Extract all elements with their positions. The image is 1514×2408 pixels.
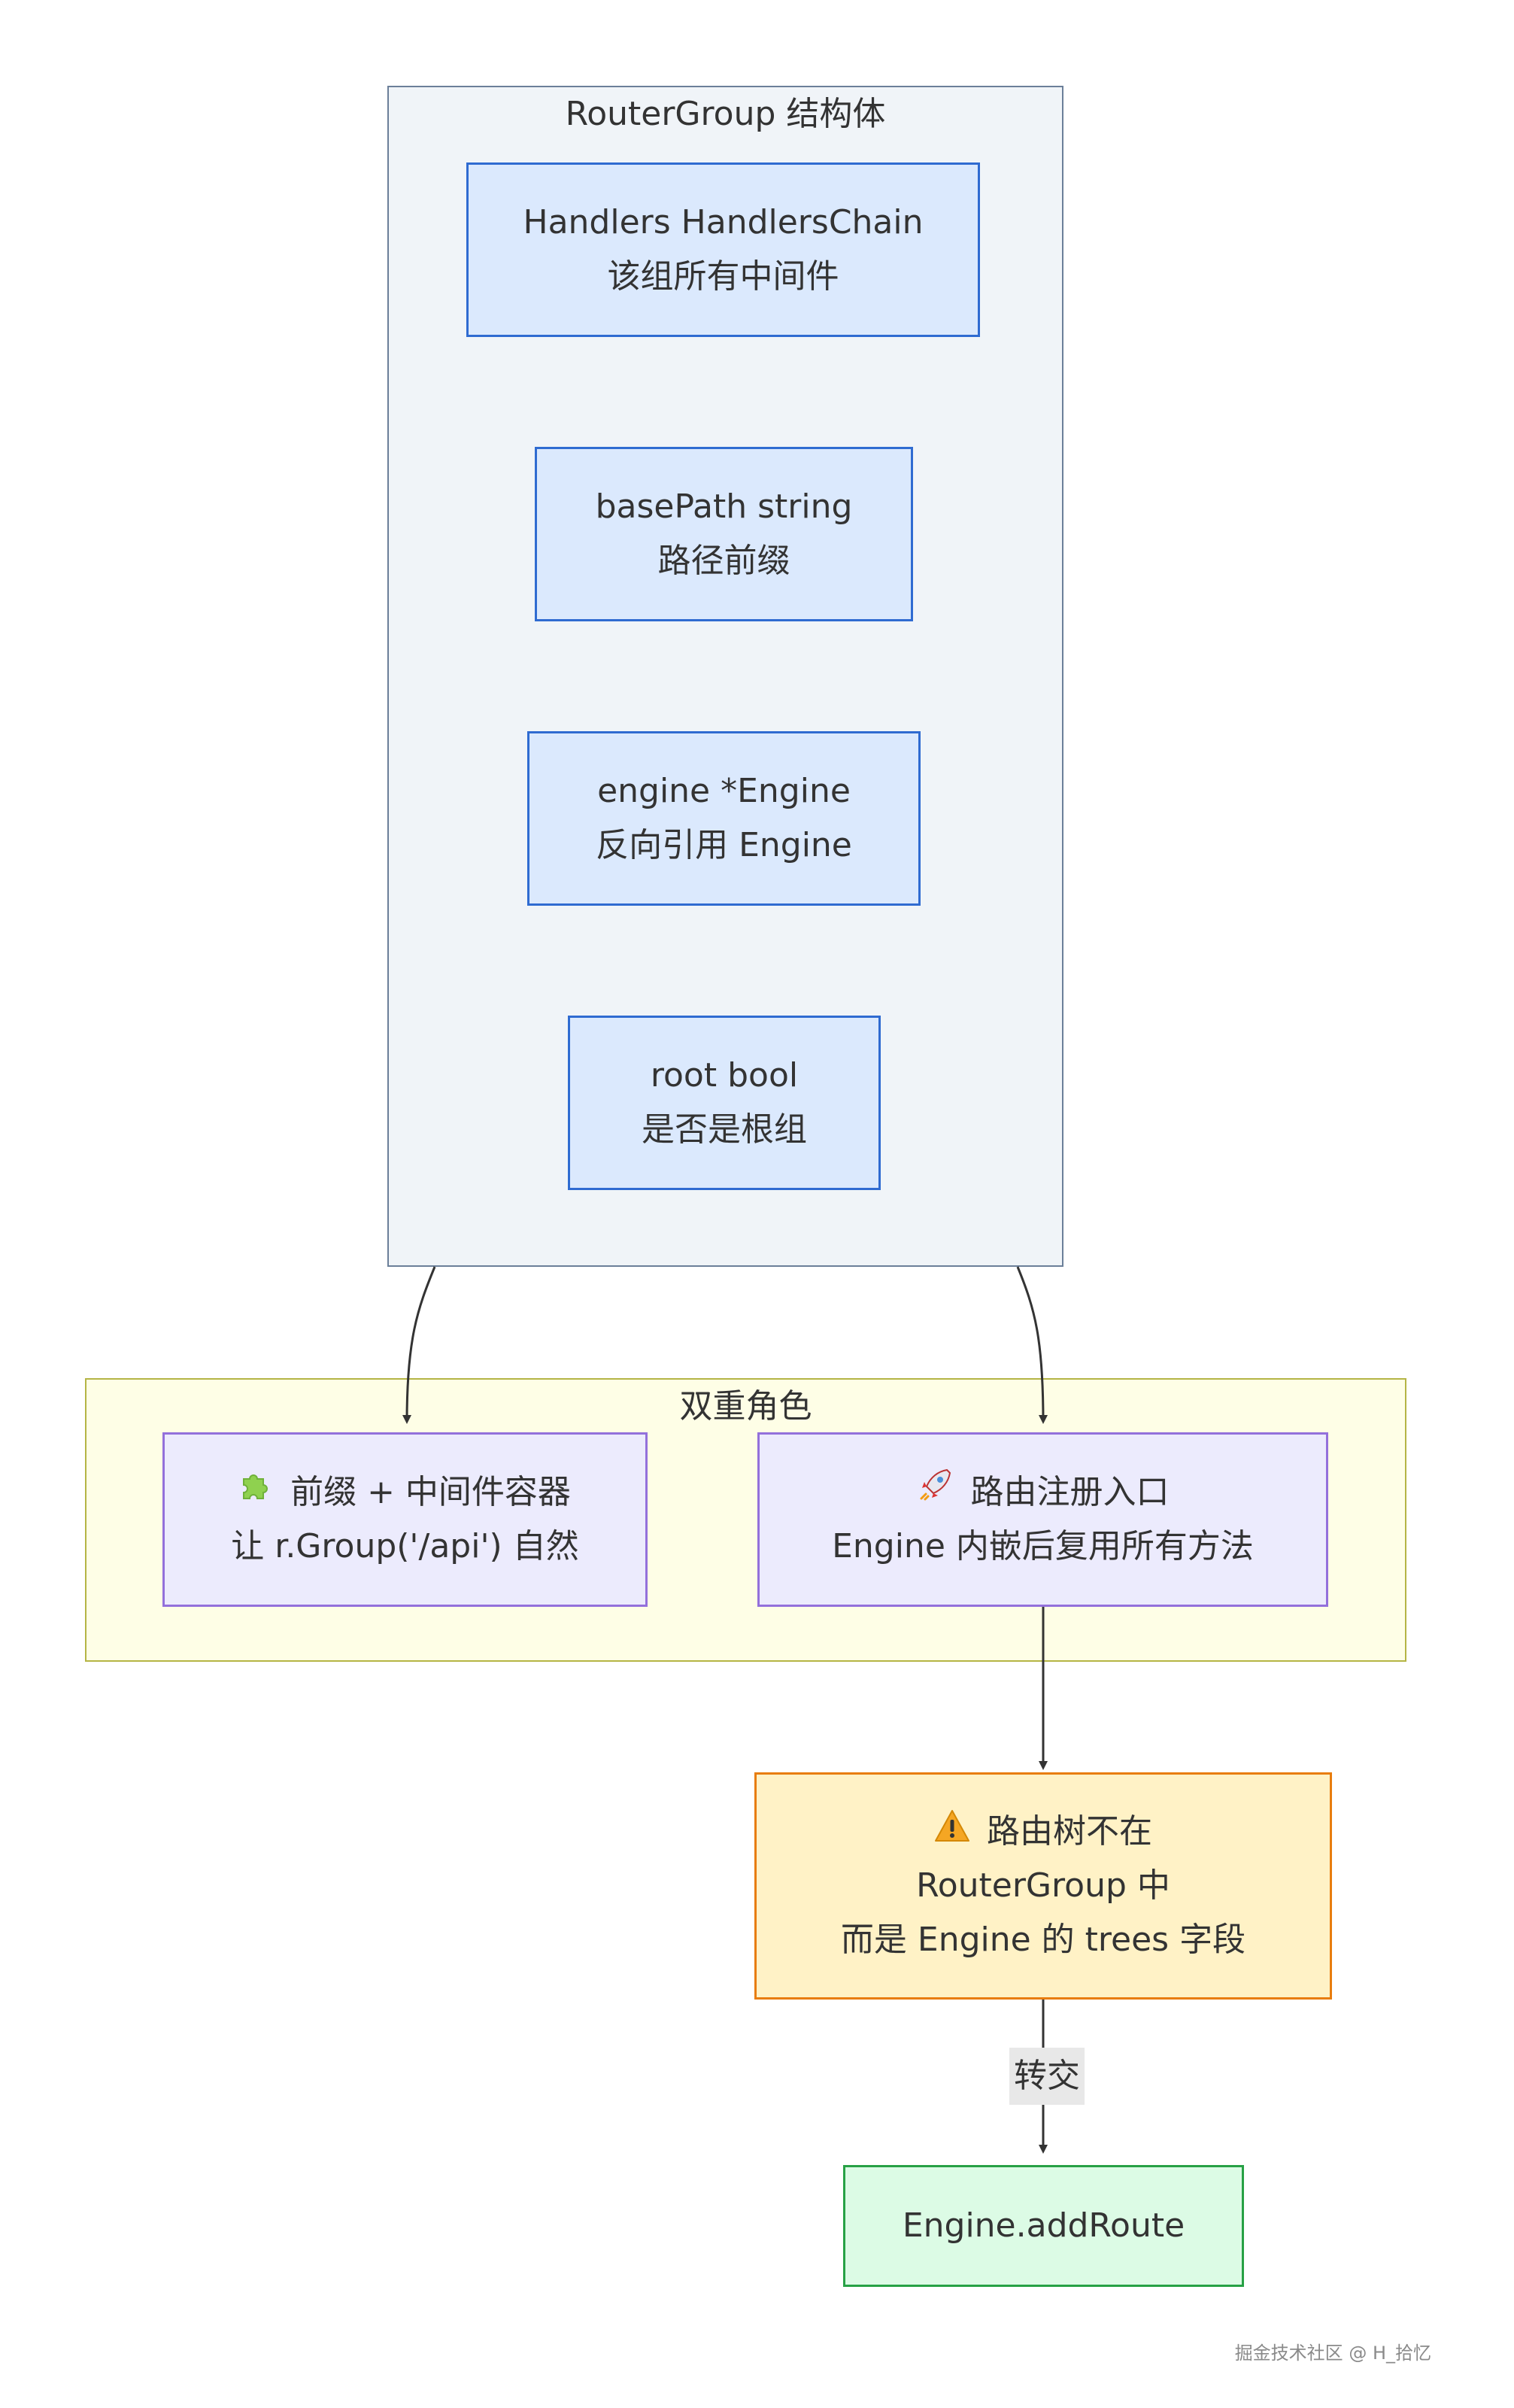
- basepath-node-title: basePath string: [595, 487, 853, 526]
- watermark: 掘金技术社区 @ H_拾忆: [1234, 2343, 1431, 2364]
- add-route-title: Engine.addRoute: [902, 2206, 1185, 2245]
- router-group-cluster-title: RouterGroup 结构体: [565, 95, 886, 133]
- handlers-node-desc: 该组所有中间件: [607, 257, 839, 296]
- root-node: root bool 是否是根组: [568, 1016, 881, 1190]
- route-entry-node: 路由注册入口 Engine 内嵌后复用所有方法: [757, 1432, 1328, 1607]
- warning-title: 路由树不在: [987, 1812, 1152, 1851]
- root-node-desc: 是否是根组: [642, 1110, 807, 1149]
- basepath-node: basePath string 路径前缀: [535, 447, 913, 621]
- edge-label-handoff: 转交: [1009, 2048, 1085, 2105]
- dual-role-cluster-title: 双重角色: [679, 1387, 812, 1426]
- prefix-container-desc: 让 r.Group('/api') 自然: [231, 1527, 579, 1565]
- route-entry-title: 路由注册入口: [970, 1473, 1170, 1511]
- engine-node-title: engine *Engine: [597, 772, 851, 810]
- handlers-node-title: Handlers HandlersChain: [523, 203, 924, 241]
- route-entry-desc: Engine 内嵌后复用所有方法: [832, 1527, 1254, 1565]
- edge-routergroup-to-route-entry: [1016, 1266, 1048, 1424]
- add-route-node: Engine.addRoute: [843, 2165, 1244, 2287]
- engine-node-desc: 反向引用 Engine: [596, 826, 852, 864]
- prefix-container-title: 前缀 + 中间件容器: [290, 1473, 571, 1511]
- puzzle-icon: [239, 1465, 274, 1520]
- warning-icon: [934, 1805, 970, 1859]
- engine-node: engine *Engine 反向引用 Engine: [527, 731, 921, 906]
- handlers-node: Handlers HandlersChain 该组所有中间件: [466, 162, 980, 337]
- edge-routergroup-to-prefix-container: [402, 1266, 436, 1424]
- warning-line3: 而是 Engine 的 trees 字段: [840, 1921, 1246, 1959]
- warning-line2: RouterGroup 中: [916, 1866, 1170, 1905]
- rocket-icon: [917, 1465, 954, 1520]
- basepath-node-desc: 路径前缀: [657, 542, 790, 580]
- root-node-title: root bool: [650, 1056, 799, 1095]
- prefix-container-node: 前缀 + 中间件容器 让 r.Group('/api') 自然: [162, 1432, 648, 1607]
- warning-node: 路由树不在 RouterGroup 中 而是 Engine 的 trees 字段: [754, 1772, 1332, 2000]
